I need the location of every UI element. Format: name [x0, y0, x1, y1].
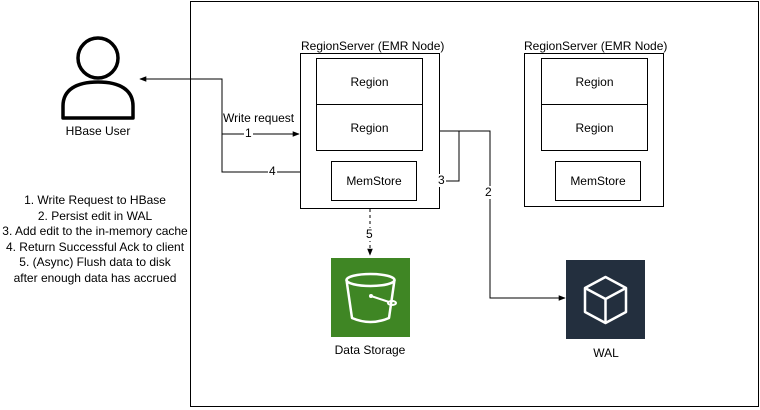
wal-label: WAL [593, 346, 619, 360]
write-request-label: Write request [223, 111, 295, 125]
rs1-region-2[interactable]: Region [316, 104, 423, 151]
regionserver-1-title: RegionServer (EMR Node) [301, 39, 445, 53]
steps-legend: 1. Write Request to HBase 2. Persist edi… [0, 193, 190, 286]
step-text-5: 5. (Async) Flush data to disk [19, 255, 171, 269]
edge-response-to-user [139, 76, 223, 113]
wal-tile[interactable] [566, 260, 645, 339]
cluster-boundary [190, 1, 759, 407]
edge-label-3: 3 [437, 173, 446, 187]
storage-label: Data Storage [334, 343, 406, 357]
step-text-4: 4. Return Successful Ack to client [5, 239, 185, 254]
cube-icon [583, 275, 628, 325]
user-label: HBase User [65, 124, 131, 138]
bucket-icon [345, 272, 397, 324]
edge-persist-wal [440, 130, 566, 301]
regionserver-2-title: RegionServer (EMR Node) [524, 39, 668, 53]
rs2-memstore[interactable]: MemStore [555, 161, 641, 201]
rs1-memstore[interactable]: MemStore [331, 161, 417, 201]
rs2-region-1[interactable]: Region [541, 58, 648, 105]
edge-label-1: 1 [244, 126, 253, 140]
edge-label-2: 2 [484, 185, 493, 199]
storage-tile[interactable] [331, 258, 410, 337]
step-text-2: 2. Persist edit in WAL [37, 208, 153, 223]
edge-label-5: 5 [365, 227, 374, 241]
rs1-region-1[interactable]: Region [316, 58, 423, 105]
edge-label-4: 4 [268, 164, 277, 178]
step-text-1: 1. Write Request to HBase [24, 193, 166, 207]
user-icon [61, 36, 135, 120]
step-text-6: after enough data has accrued [13, 270, 177, 285]
rs2-region-2[interactable]: Region [541, 104, 648, 151]
step-text-3: 3. Add edit to the in-memory cache [2, 224, 188, 238]
